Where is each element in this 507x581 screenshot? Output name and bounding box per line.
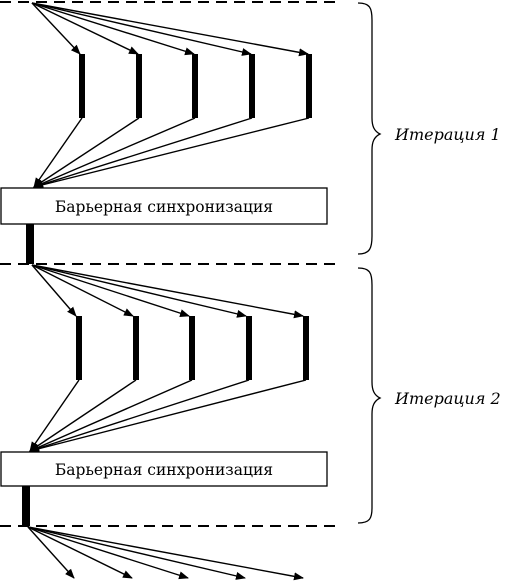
fork-arrow bbox=[31, 2, 195, 56]
iteration-2: Барьерная синхронизация Итерация 2 bbox=[0, 264, 501, 526]
fork-arrows-1 bbox=[31, 2, 309, 57]
join-arrows-2 bbox=[29, 379, 307, 453]
fork-arrow bbox=[27, 526, 304, 581]
master-thread-bar-1 bbox=[26, 224, 34, 264]
worker-thread-bar bbox=[133, 316, 139, 380]
fork-arrow bbox=[27, 526, 75, 579]
fork-arrow bbox=[31, 2, 252, 56]
iteration-brace-1 bbox=[357, 2, 382, 255]
fork-arrow bbox=[31, 264, 190, 318]
join-arrow bbox=[29, 379, 137, 452]
join-arrows-1 bbox=[33, 117, 310, 189]
worker-threads-1 bbox=[79, 54, 312, 118]
worker-thread-bar bbox=[136, 54, 142, 118]
fork-arrow bbox=[31, 2, 81, 55]
barrier-sync-label-1: Барьерная синхронизация bbox=[55, 198, 273, 216]
worker-thread-bar bbox=[249, 54, 255, 118]
fork-arrow bbox=[31, 264, 247, 318]
worker-thread-bar bbox=[189, 316, 195, 380]
join-arrow bbox=[33, 117, 196, 188]
fork-arrow bbox=[27, 526, 189, 580]
master-thread-bar-2 bbox=[22, 486, 30, 526]
barrier-sync-label-2: Барьерная синхронизация bbox=[55, 461, 273, 479]
join-arrow bbox=[29, 379, 80, 452]
join-arrow bbox=[29, 379, 193, 452]
join-arrow bbox=[33, 117, 140, 188]
barrier-sync-box-1 bbox=[0, 187, 328, 225]
iteration-label-1: Итерация 1 bbox=[394, 125, 501, 144]
worker-thread-bar bbox=[79, 54, 85, 118]
fork-arrow bbox=[27, 526, 246, 580]
join-arrow bbox=[29, 379, 250, 453]
iteration-label-2: Итерация 2 bbox=[394, 389, 501, 408]
fork-arrow bbox=[31, 264, 304, 319]
join-arrow bbox=[33, 117, 310, 189]
next-iteration-fork-arrows bbox=[27, 526, 304, 581]
iteration-1: Барьерная синхронизация Итерация 1 bbox=[0, 2, 501, 264]
fork-arrow bbox=[31, 2, 139, 55]
join-arrow bbox=[33, 117, 83, 188]
worker-thread-bar bbox=[76, 316, 82, 380]
fork-arrow bbox=[27, 526, 133, 579]
fork-arrow bbox=[31, 2, 309, 57]
iteration-brace-2 bbox=[357, 267, 382, 524]
worker-thread-bar bbox=[192, 54, 198, 118]
worker-thread-bar bbox=[306, 54, 312, 118]
barrier-sync-box-2 bbox=[0, 451, 328, 487]
fork-arrow bbox=[31, 264, 134, 317]
worker-thread-bar bbox=[246, 316, 252, 380]
worker-threads-2 bbox=[76, 316, 309, 380]
join-arrow bbox=[29, 379, 307, 453]
fork-arrows-2 bbox=[31, 264, 304, 319]
join-arrow bbox=[33, 117, 253, 189]
fork-arrow bbox=[31, 264, 77, 317]
worker-thread-bar bbox=[303, 316, 309, 380]
